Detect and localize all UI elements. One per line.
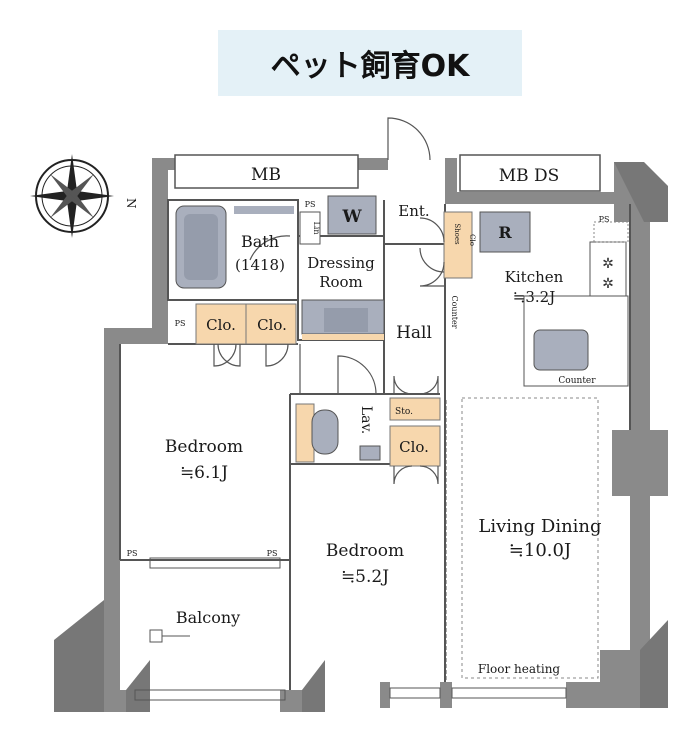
storage-areas xyxy=(195,211,473,467)
windows xyxy=(134,400,567,701)
living-dining-label: Living Dining xyxy=(478,516,601,537)
counter-label: Counter xyxy=(558,376,596,386)
wall-corners xyxy=(54,162,668,712)
ps-label-bedroom-right: PS xyxy=(267,549,278,558)
compass-north-label: N xyxy=(124,198,138,209)
entrance-label: Ent. xyxy=(398,202,429,220)
shoes-clo-label-2: Clo xyxy=(468,234,476,246)
bedroom-1-label: Bedroom xyxy=(165,437,243,457)
mb-ds-label: MB DS xyxy=(499,166,560,186)
ps-label-kitchen: PS xyxy=(599,215,610,224)
floor-heating-label: Floor heating xyxy=(478,662,561,676)
closet-label-3: Clo. xyxy=(399,438,429,456)
drain-icon xyxy=(149,629,163,643)
lavatory-label: Lav. xyxy=(358,406,374,434)
ps-label-clo: PS xyxy=(175,319,186,328)
shoes-clo-label-1: Shoes xyxy=(453,223,461,245)
bath-shelf xyxy=(234,206,294,214)
linen-closet xyxy=(299,211,321,245)
svg-text:✲: ✲ xyxy=(602,276,614,292)
mb-ds-box xyxy=(459,154,601,192)
refrigerator-label: R xyxy=(498,223,512,242)
counter-vertical-label: Counter xyxy=(450,295,459,328)
refrigerator-icon xyxy=(479,211,531,253)
ps-label-bath: PS xyxy=(305,200,316,209)
balcony-label: Balcony xyxy=(176,608,240,627)
stove-icon xyxy=(589,241,627,297)
storage-label: Sto. xyxy=(395,407,413,417)
bath-size-label: (1418) xyxy=(235,256,285,274)
ps-label-bedroom-left: PS xyxy=(127,549,138,558)
bedroom-2-size-label: ≒5.2J xyxy=(341,567,389,587)
living-dining-size-label: ≒10.0J xyxy=(509,540,571,561)
kitchen-counter xyxy=(523,295,629,387)
mb-label: MB xyxy=(251,165,281,185)
hall-label: Hall xyxy=(396,323,432,343)
bedroom-2-label: Bedroom xyxy=(326,541,404,561)
washer-label: W xyxy=(341,207,362,227)
pet-ok-banner: ペット飼育OK xyxy=(218,30,522,96)
dressing-room-label-1: Dressing xyxy=(307,254,375,272)
floor-heating-area xyxy=(461,397,599,679)
kitchen-label: Kitchen xyxy=(505,268,564,286)
bath-label: Bath xyxy=(241,232,279,251)
kitchen-sink-icon xyxy=(533,329,589,371)
toilet-icon xyxy=(311,409,339,455)
kitchen-size-label: ≒3.2J xyxy=(513,288,555,306)
doors xyxy=(213,117,445,485)
svg-text:✲: ✲ xyxy=(602,256,614,272)
closet-label-1: Clo. xyxy=(206,316,236,334)
washer-icon xyxy=(327,195,377,235)
mb-box xyxy=(174,154,359,189)
linen-label: Lin xyxy=(312,221,321,234)
closet-label-2: Clo. xyxy=(257,316,287,334)
dressing-room-label-2: Room xyxy=(319,273,363,291)
bedroom-1-size-label: ≒6.1J xyxy=(180,463,228,483)
compass-icon xyxy=(30,154,114,238)
